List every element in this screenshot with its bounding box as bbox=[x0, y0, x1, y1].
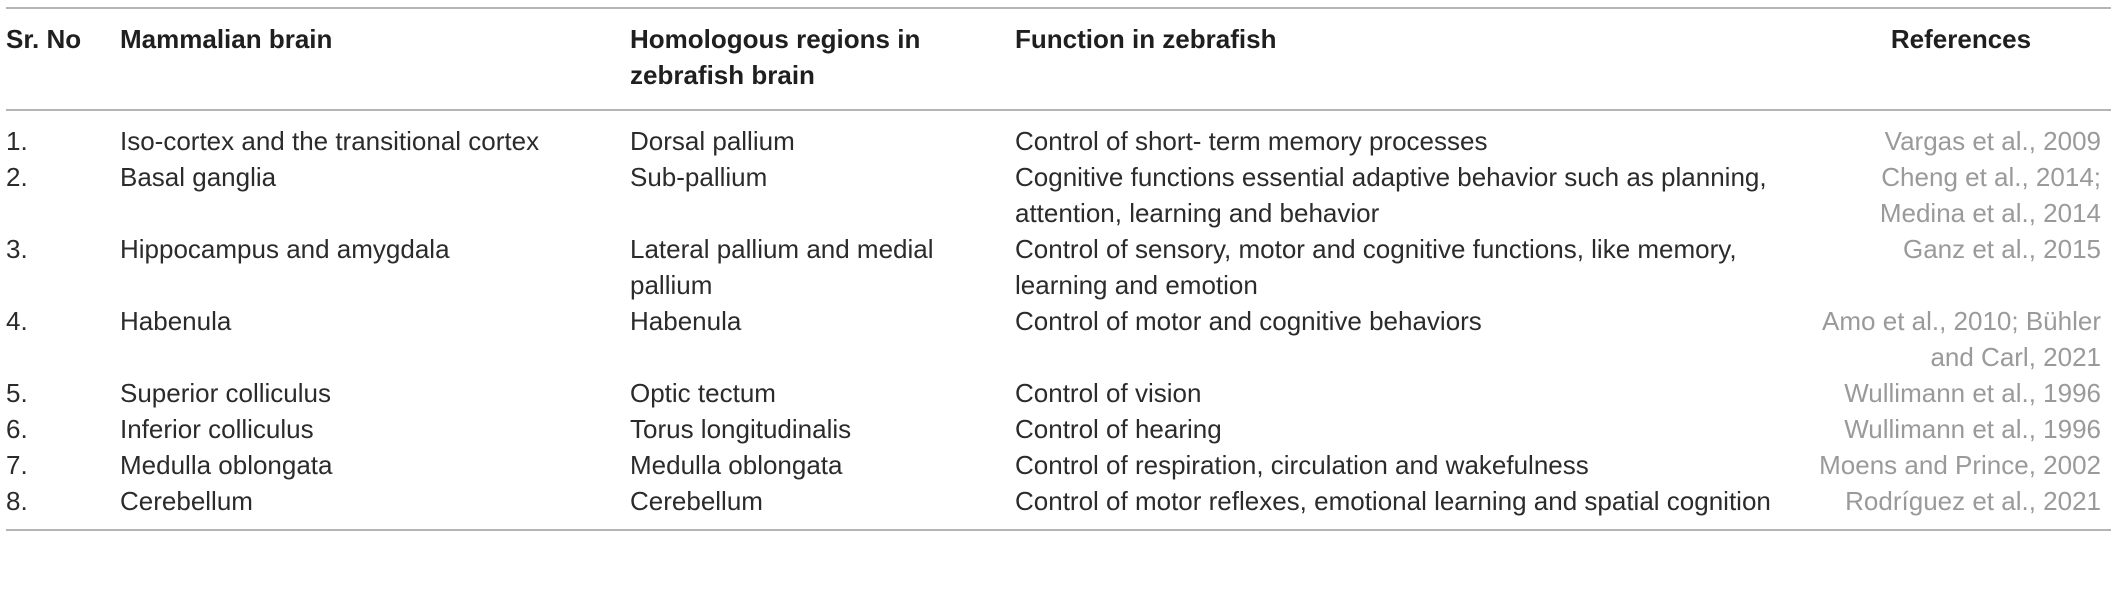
cell-mammalian: Basal ganglia bbox=[120, 162, 277, 192]
header-function: Function in zebrafish bbox=[1015, 24, 1277, 54]
cell-sr-no: 2. bbox=[6, 162, 28, 192]
header-zebrafish-regions: Homologous regions in zebrafish brain bbox=[630, 8, 1015, 110]
cell-reference[interactable]: Moens and Prince, 2002 bbox=[1819, 450, 2101, 480]
cell-mammalian: Superior colliculus bbox=[120, 378, 331, 408]
cell-zebrafish: Torus longitudinalis bbox=[630, 414, 852, 444]
table-body: 1. Iso-cortex and the transitional corte… bbox=[6, 110, 2111, 530]
cell-sr-no: 4. bbox=[6, 306, 28, 336]
cell-mammalian: Hippocampus and amygdala bbox=[120, 234, 450, 264]
header-references: References bbox=[1890, 24, 2032, 54]
cell-reference[interactable]: Cheng et al., 2014; Medina et al., 2014 bbox=[1879, 162, 2101, 228]
cell-function: Control of hearing bbox=[1015, 414, 1222, 444]
cell-reference[interactable]: Rodríguez et al., 2021 bbox=[1845, 486, 2101, 516]
table-row: 3. Hippocampus and amygdala Lateral pall… bbox=[6, 231, 2111, 303]
cell-reference[interactable]: Wullimann et al., 1996 bbox=[1844, 378, 2101, 408]
cell-sr-no: 5. bbox=[6, 378, 28, 408]
cell-function: Cognitive functions essential adaptive b… bbox=[1015, 162, 1767, 228]
table-row: 1. Iso-cortex and the transitional corte… bbox=[6, 110, 2111, 159]
cell-sr-no: 8. bbox=[6, 486, 28, 516]
cell-function: Control of sensory, motor and cognitive … bbox=[1015, 234, 1737, 300]
cell-mammalian: Cerebellum bbox=[120, 486, 253, 516]
cell-mammalian: Iso-cortex and the transitional cortex bbox=[120, 126, 540, 156]
cell-zebrafish: Sub-pallium bbox=[630, 162, 768, 192]
cell-zebrafish: Lateral pallium and medial pallium bbox=[630, 234, 934, 300]
header-zebrafish-line2: zebrafish brain bbox=[630, 60, 815, 90]
cell-zebrafish: Habenula bbox=[630, 306, 742, 336]
cell-reference[interactable]: Wullimann et al., 1996 bbox=[1844, 414, 2101, 444]
table-header: Sr. No Mammalian brain Homologous region… bbox=[6, 8, 2111, 110]
cell-zebrafish: Cerebellum bbox=[630, 486, 763, 516]
cell-mammalian: Inferior colliculus bbox=[120, 414, 314, 444]
cell-sr-no: 6. bbox=[6, 414, 28, 444]
cell-zebrafish: Medulla oblongata bbox=[630, 450, 843, 480]
table-row: 8. Cerebellum Cerebellum Control of moto… bbox=[6, 483, 2111, 530]
header-sr-no: Sr. No bbox=[6, 24, 82, 54]
cell-mammalian: Medulla oblongata bbox=[120, 450, 333, 480]
cell-reference[interactable]: Vargas et al., 2009 bbox=[1884, 126, 2101, 156]
table-row: 5. Superior colliculus Optic tectum Cont… bbox=[6, 375, 2111, 411]
cell-function: Control of respiration, circulation and … bbox=[1015, 450, 1589, 480]
cell-zebrafish: Optic tectum bbox=[630, 378, 776, 408]
cell-reference[interactable]: Ganz et al., 2015 bbox=[1902, 234, 2101, 264]
brain-homology-table: Sr. No Mammalian brain Homologous region… bbox=[6, 7, 2111, 531]
cell-function: Control of motor reflexes, emotional lea… bbox=[1015, 486, 1771, 516]
cell-sr-no: 3. bbox=[6, 234, 28, 264]
cell-sr-no: 1. bbox=[6, 126, 28, 156]
cell-function: Control of motor and cognitive behaviors bbox=[1015, 306, 1482, 336]
table-row: 4. Habenula Habenula Control of motor an… bbox=[6, 303, 2111, 375]
table-row: 7. Medulla oblongata Medulla oblongata C… bbox=[6, 447, 2111, 483]
cell-function: Control of short- term memory processes bbox=[1015, 126, 1488, 156]
header-mammalian-brain: Mammalian brain bbox=[120, 24, 333, 54]
header-row: Sr. No Mammalian brain Homologous region… bbox=[6, 8, 2111, 110]
cell-reference[interactable]: Amo et al., 2010; Bühler and Carl, 2021 bbox=[1822, 306, 2101, 372]
table-row: 6. Inferior colliculus Torus longitudina… bbox=[6, 411, 2111, 447]
cell-mammalian: Habenula bbox=[120, 306, 232, 336]
header-zebrafish-line1: Homologous regions in bbox=[630, 24, 921, 54]
cell-function: Control of vision bbox=[1015, 378, 1202, 408]
cell-zebrafish: Dorsal pallium bbox=[630, 126, 795, 156]
table-row: 2. Basal ganglia Sub-pallium Cognitive f… bbox=[6, 159, 2111, 231]
cell-sr-no: 7. bbox=[6, 450, 28, 480]
